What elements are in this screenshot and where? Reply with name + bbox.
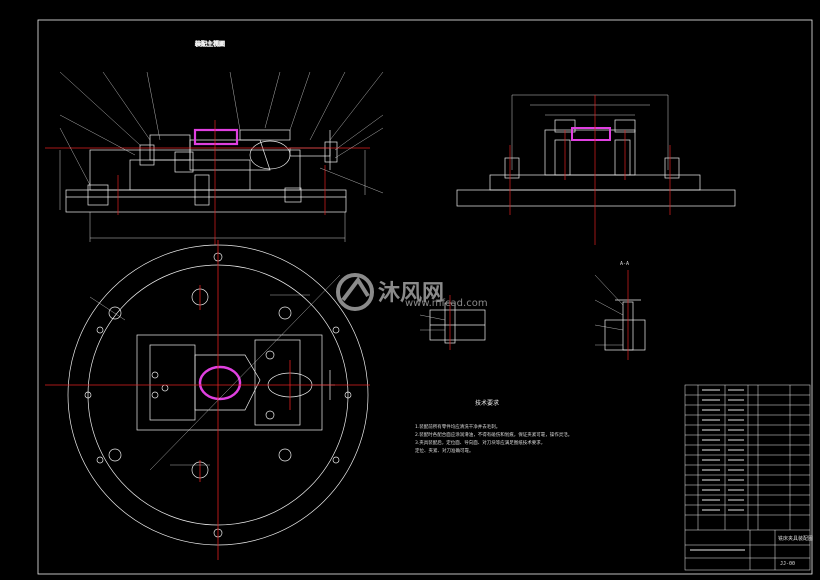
side-dimension-lines [511,94,669,170]
watermark-url: www.mfcad.com [405,298,488,309]
tech-note-3: 3.夹具装配后，定位面、导向面、对刀块等应满足图纸技术要求， [415,439,545,446]
drawing-number: JJ-00 [780,561,795,567]
drawing-border [37,19,813,575]
watermark-brand: 沐风网 [378,281,444,306]
front-leader-lines [59,71,384,194]
top-leader-lines [89,274,341,471]
front-dimension-lines [59,150,366,242]
view-caption: 装配主视图 [195,40,225,48]
watermark-logo [336,273,374,311]
parts-list-text-strokes [690,389,745,551]
parts-list-table [684,384,811,571]
detail-centre-lines [449,270,629,360]
workpiece-side [571,127,611,141]
workpiece-front [193,128,239,146]
tech-note-2: 2.装配时各配合面应涂润滑油，不得有碰伤和划痕，保证夹紧可靠，操作灵活。 [415,431,572,438]
detail-leader-lines [419,274,624,346]
front-section-view: 装配主视图 [65,40,347,213]
tech-requirements-heading: 技术要求 [475,399,499,407]
side-centre-lines [509,95,671,245]
tech-note-4: 定位、夹紧、对刀准确可靠。 [415,447,474,454]
detail-view-pin [429,302,486,344]
workpiece-top [198,365,242,401]
title-block-name: 铣床夹具装配图 [778,535,813,542]
detail-view-label: A-A [620,261,629,267]
detail-view-screw [604,299,646,351]
front-centre-lines [45,120,370,245]
top-centre-lines [45,240,370,560]
tech-note-1: 1.装配前所有零件均应清洗干净并去毛刺。 [415,423,500,430]
side-view [456,119,736,207]
